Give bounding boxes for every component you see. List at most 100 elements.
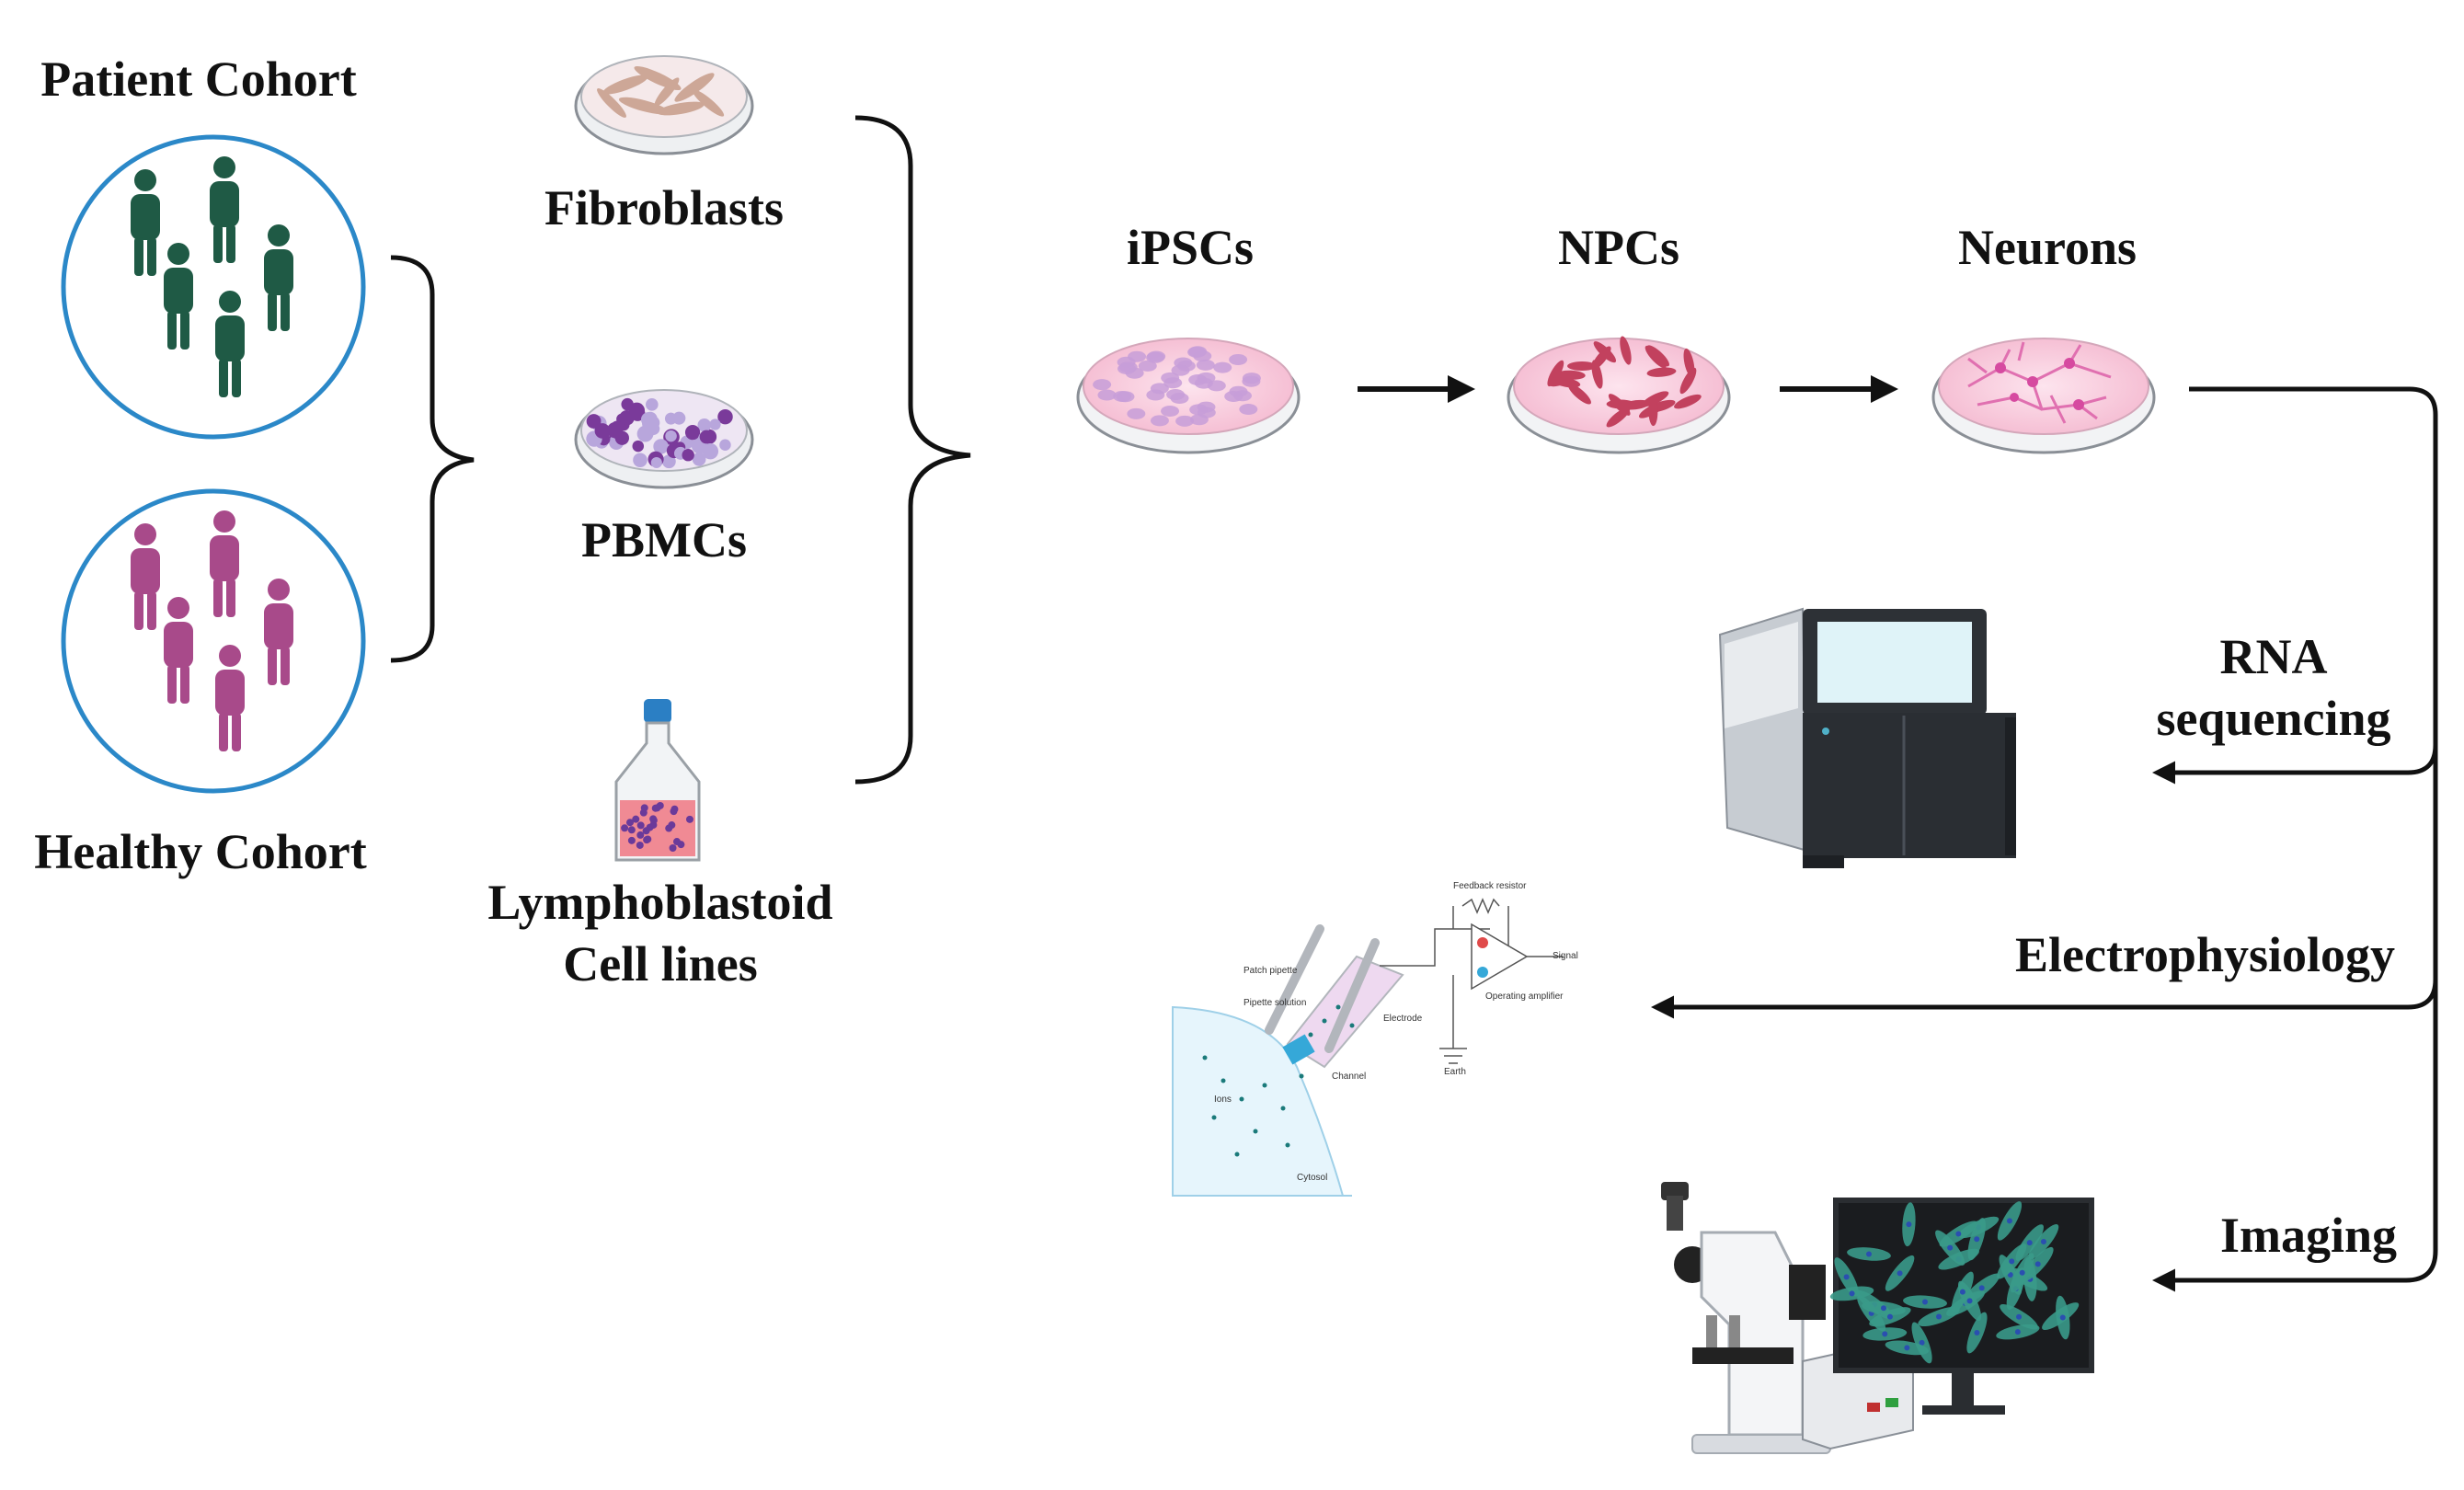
- ipsc-cell: [1150, 383, 1169, 395]
- fluorescent-cell: [1997, 1201, 2023, 1241]
- pbmc-cell: [632, 440, 645, 453]
- sources-brace: [854, 115, 971, 785]
- lcl-cell: [621, 824, 629, 832]
- npc-cell: [1593, 341, 1617, 363]
- ipsc-cell: [1242, 375, 1261, 387]
- pbmc-cell: [646, 398, 659, 411]
- ephys-branch-arrow: [1651, 979, 2438, 1019]
- ipsc-cell: [1239, 403, 1258, 415]
- lcl-label-line1: Lymphoblastoid: [487, 875, 833, 930]
- ipsc-cell: [1166, 389, 1186, 401]
- ipsc-cell: [1189, 404, 1209, 416]
- imaging-monitor-icon: [1829, 1198, 2094, 1415]
- pbmc-cell: [672, 411, 686, 425]
- fluorescent-cell: [2022, 1246, 2054, 1281]
- neurons-dish-icon: [1931, 338, 2156, 454]
- lcl-cell: [636, 841, 644, 849]
- fluorescent-cell: [2056, 1295, 2070, 1340]
- ipsc-cells: [1093, 346, 1261, 427]
- ipscs-dish-icon: [1076, 338, 1301, 454]
- fluorescent-cell: [1885, 1340, 1930, 1356]
- lcl-flask-icon: [614, 699, 701, 862]
- ipsc-cell: [1188, 346, 1208, 358]
- ipsc-cell: [1161, 372, 1180, 384]
- fluorescent-cell: [1935, 1230, 1965, 1266]
- pbmc-cell: [665, 430, 677, 442]
- pbmc-cell: [640, 412, 657, 428]
- fibroblasts-label: Fibroblasts: [544, 180, 785, 235]
- lcl-cell: [625, 819, 634, 827]
- lcl-cells: [621, 801, 693, 853]
- channel-label: Channel: [1332, 1072, 1367, 1082]
- healthy-cohort-circle: [61, 488, 366, 794]
- pbmc-cell: [692, 453, 706, 466]
- ions-label: Ions: [1214, 1095, 1232, 1105]
- pbmc-cell: [607, 422, 624, 439]
- ipsc-cell: [1207, 380, 1226, 392]
- fluorescent-cells: [1829, 1201, 2080, 1364]
- fluorescent-cell: [1829, 1286, 1874, 1301]
- healthy-ring: [61, 488, 366, 794]
- fluorescent-cell: [1902, 1202, 1916, 1247]
- pbmc-cell: [650, 456, 662, 469]
- lcl-cell: [636, 821, 645, 830]
- fluorescent-cell: [1918, 1306, 1960, 1327]
- rna-sequencing-label-line1: RNA: [2219, 629, 2328, 684]
- pbmc-cell: [699, 430, 714, 444]
- lcl-cell: [646, 823, 654, 831]
- ipsc-cell: [1097, 389, 1117, 401]
- fluorescent-cell: [2015, 1224, 2044, 1261]
- ipscs-label: iPSCs: [1126, 220, 1255, 275]
- electrode-label: Electrode: [1383, 1014, 1423, 1024]
- fluorescent-cell: [1966, 1312, 1988, 1354]
- pbmc-cell: [629, 406, 646, 421]
- patch-clamp-schematic: [1172, 898, 1564, 1197]
- fluorescent-cell: [1903, 1295, 1947, 1309]
- npc-cell: [1551, 377, 1581, 388]
- ipsc-cell: [1146, 351, 1165, 363]
- sequencer-machine-icon: [1718, 607, 2016, 868]
- lcl-cell: [644, 835, 652, 843]
- fluorescent-cell: [2010, 1253, 2034, 1293]
- lcl-cell: [669, 844, 677, 853]
- lcl-cell: [653, 804, 661, 812]
- fluorescent-cell: [1869, 1307, 1911, 1327]
- npc-cell: [1646, 345, 1669, 367]
- pbmc-cell: [682, 449, 694, 462]
- pbmc-cell: [717, 408, 733, 425]
- lcl-cell: [627, 836, 636, 844]
- fluorescent-cell: [1967, 1218, 1986, 1261]
- fluorescent-cell: [1834, 1257, 1859, 1297]
- npc-cell: [1567, 384, 1591, 405]
- npc-cell: [1674, 394, 1702, 409]
- pbmc-cell: [653, 439, 669, 454]
- npc-cell: [1608, 394, 1631, 416]
- pbmc-cell: [661, 454, 676, 469]
- patch-pipette-label: Patch pipette: [1243, 966, 1298, 976]
- patient-cohort-label: Patient Cohort: [40, 52, 357, 107]
- electrophysiology-label: Electrophysiology: [2014, 927, 2395, 982]
- pbmc-cell: [636, 425, 654, 442]
- fluorescent-cell: [1951, 1271, 1974, 1312]
- pbmc-cell: [702, 442, 719, 460]
- ipsc-cell: [1175, 415, 1195, 427]
- rna-branch-arrow: [2152, 744, 2438, 785]
- ipsc-cell: [1116, 391, 1135, 403]
- fluorescent-cell: [2000, 1303, 2038, 1330]
- ipsc-cell: [1150, 415, 1169, 427]
- pbmcs-dish-icon: [574, 389, 754, 489]
- ipsc-cell: [1093, 379, 1112, 391]
- pbmc-cell: [719, 439, 731, 451]
- npcs-label: NPCs: [1558, 220, 1679, 275]
- lcl-cell: [672, 838, 681, 846]
- ipsc-cell: [1229, 353, 1248, 365]
- lcl-cell: [649, 815, 658, 823]
- ipsc-cell: [1127, 407, 1146, 419]
- fluorescent-cell: [2028, 1224, 2059, 1259]
- pbmc-cell: [586, 414, 602, 429]
- fluorescent-cell: [1862, 1327, 1908, 1341]
- npc-cell: [1648, 396, 1658, 427]
- lcl-cell: [670, 805, 679, 813]
